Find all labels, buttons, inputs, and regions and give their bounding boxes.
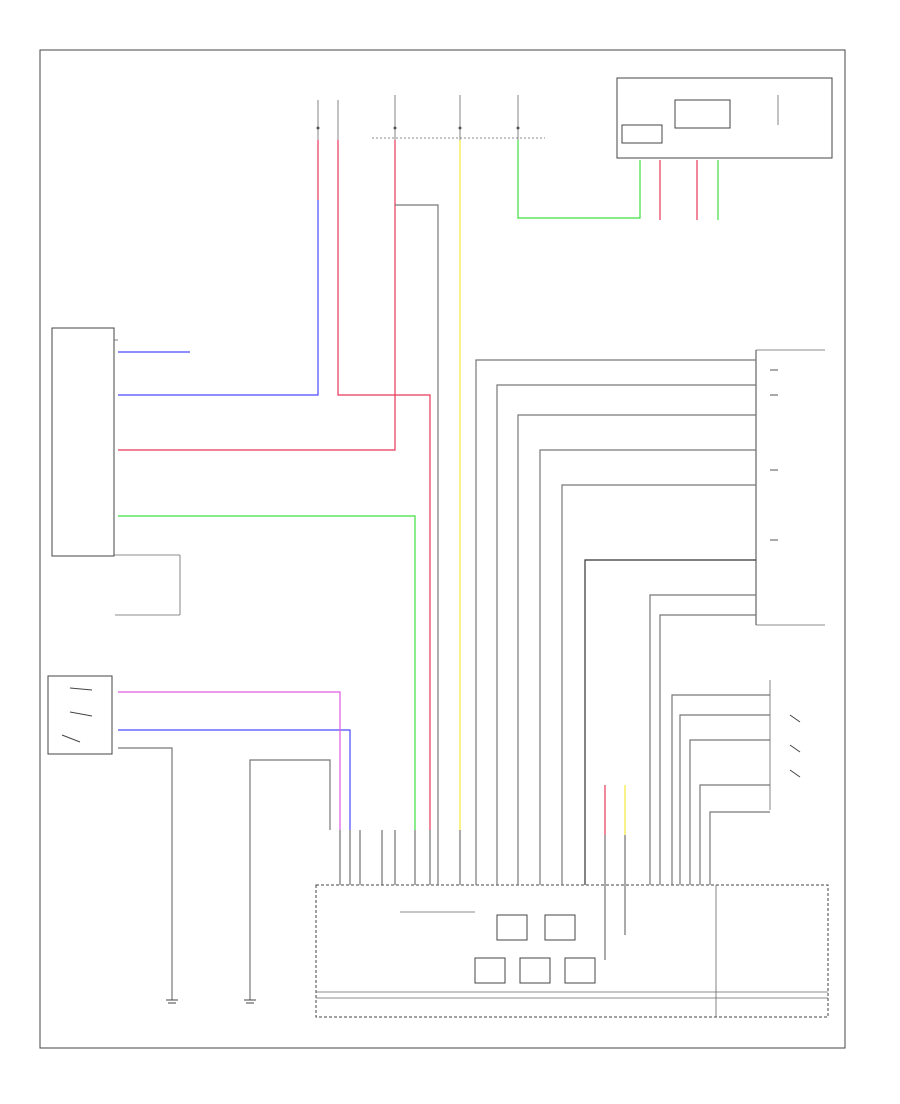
bottom-pin-row [339, 830, 626, 960]
top-right-sub-box-2 [674, 99, 731, 129]
gray-wire-bundle [395, 204, 770, 885]
gray-wire-10 [679, 714, 770, 885]
gray-wire-4 [539, 449, 756, 885]
bottom-inner-box-3 [474, 957, 506, 984]
ground-symbol-1 [166, 999, 178, 1004]
gray-wire-13 [709, 811, 770, 885]
bottom-control-module [315, 884, 829, 1018]
ground-lead-1 [118, 747, 173, 1000]
gray-wire-12 [699, 784, 770, 885]
right-lower-switch-block [769, 680, 801, 810]
ground-symbol-2 [244, 999, 256, 1004]
top-fuse-group [316, 95, 545, 140]
fuse-5-dot [516, 126, 520, 130]
right-lower-lever-3 [789, 769, 801, 778]
switch-lever-2 [69, 711, 93, 717]
bottom-inner-box-4 [519, 957, 551, 984]
bottom-control-box [315, 884, 829, 1018]
outer-frame [39, 49, 846, 1049]
fuse-1-dot [316, 126, 320, 130]
gray-wire-14 [395, 204, 439, 885]
gray-wire-7 [649, 594, 756, 885]
green-wire-top [517, 140, 641, 219]
right-lower-lever-1 [789, 714, 801, 723]
top-right-module-box [616, 77, 833, 159]
bottom-inner-box-2 [544, 914, 576, 941]
left-switch-box [47, 675, 113, 755]
blue-wire-upper [118, 200, 319, 396]
gray-wire-8 [659, 614, 756, 885]
magenta-wire [118, 691, 341, 830]
gray-wire-5 [561, 484, 756, 885]
switch-lever-1 [69, 687, 93, 691]
top-right-module [616, 77, 833, 159]
fuse-3-dot [393, 126, 397, 130]
bottom-inner-box-1 [496, 914, 528, 941]
gray-wire-9 [671, 694, 770, 885]
gray-wire-6 [584, 559, 756, 885]
left-module-box [51, 327, 115, 557]
green-wire-left [118, 515, 416, 830]
right-connector-block [755, 349, 825, 626]
blue-wire-lower [118, 729, 351, 830]
bottom-inner-box-5 [564, 957, 596, 984]
left-switch-module [47, 675, 113, 755]
ground-lead-2 [249, 759, 331, 1000]
gray-wire-3 [517, 414, 756, 885]
right-lower-lever-2 [789, 744, 801, 753]
gray-wire-1 [475, 359, 756, 885]
red-wire-left [118, 140, 396, 451]
red-wire-main [337, 140, 431, 830]
left-module [51, 327, 181, 616]
switch-lever-3 [61, 734, 81, 743]
fuse-4-dot [458, 126, 462, 130]
gray-wire-11 [689, 739, 770, 885]
gray-wire-2 [496, 384, 756, 885]
top-right-sub-box-1 [621, 124, 663, 144]
